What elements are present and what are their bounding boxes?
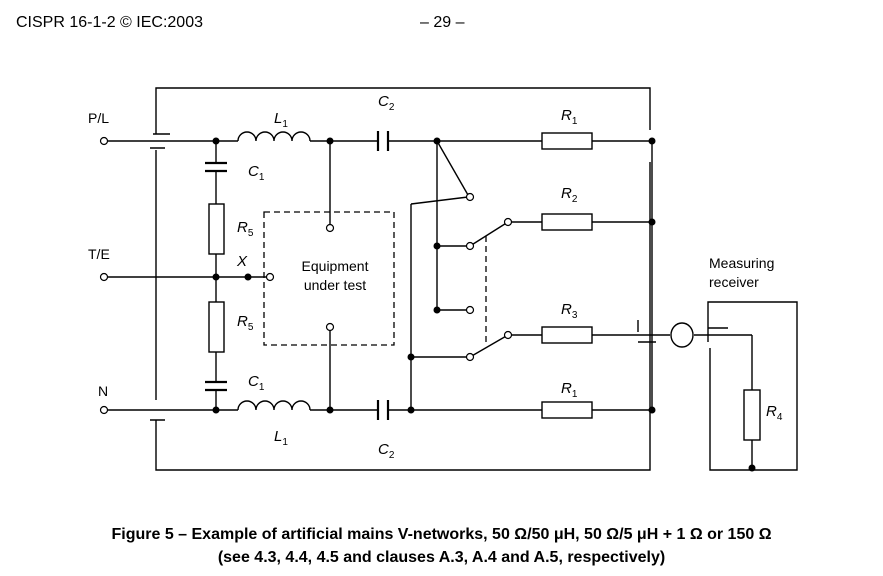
coax-connector [670, 322, 694, 348]
resistor-r1-bottom [541, 401, 593, 419]
inductor-l1-top [237, 131, 311, 142]
label-r5-bottom: R5 [237, 313, 254, 333]
receiver-label-line1: Measuring [709, 255, 774, 271]
label-r1-bottom: R1 [561, 380, 578, 400]
label-r5-top: R5 [237, 219, 254, 239]
open-terminals [99, 136, 513, 415]
resistor-r4 [743, 389, 761, 441]
resistor-r5-bottom [208, 301, 225, 353]
resistor-r3 [541, 326, 593, 344]
eut-label-line1: Equipment [302, 258, 369, 274]
resistor-r1-top [541, 132, 593, 150]
eut-box [263, 211, 395, 346]
terminal-pl-label: P/L [88, 110, 109, 126]
label-point-x: X [236, 253, 248, 270]
capacitors [205, 131, 390, 420]
resistor-r2 [541, 213, 593, 231]
junction-dots [212, 137, 756, 472]
label-c1-bottom: C1 [248, 373, 265, 393]
label-l1-top: L1 [274, 110, 288, 130]
label-c1-top: C1 [248, 163, 265, 183]
label-r3: R3 [561, 301, 578, 321]
label-l1-bottom: L1 [274, 428, 288, 448]
page-number: – 29 – [420, 14, 465, 31]
standard-reference: CISPR 16-1-2 © IEC:2003 [16, 14, 203, 31]
receiver-label-line2: receiver [709, 274, 759, 290]
label-r1-top: R1 [561, 107, 578, 127]
label-r4: R4 [766, 403, 783, 423]
terminal-n-label: N [98, 383, 108, 399]
resistor-r5-top [208, 203, 225, 255]
label-c2-bottom: C2 [378, 441, 395, 461]
resistors [208, 132, 761, 441]
wiring [108, 87, 798, 471]
circuit-diagram: P/L T/E N L1 C2 R1 R2 R3 R1 C1 C1 R5 R5 … [88, 87, 798, 472]
shield-enclosure [150, 87, 651, 471]
figure-caption-references: (see 4.3, 4.4, 4.5 and clauses A.3, A.4 … [217, 549, 666, 566]
label-c2-top: C2 [378, 93, 395, 113]
inductor-l1-bottom [237, 400, 311, 411]
terminal-te-label: T/E [88, 246, 110, 262]
label-r2: R2 [561, 185, 578, 205]
figure-caption: Figure 5 – Example of artificial mains V… [111, 526, 772, 543]
eut-label-line2: under test [304, 277, 366, 293]
